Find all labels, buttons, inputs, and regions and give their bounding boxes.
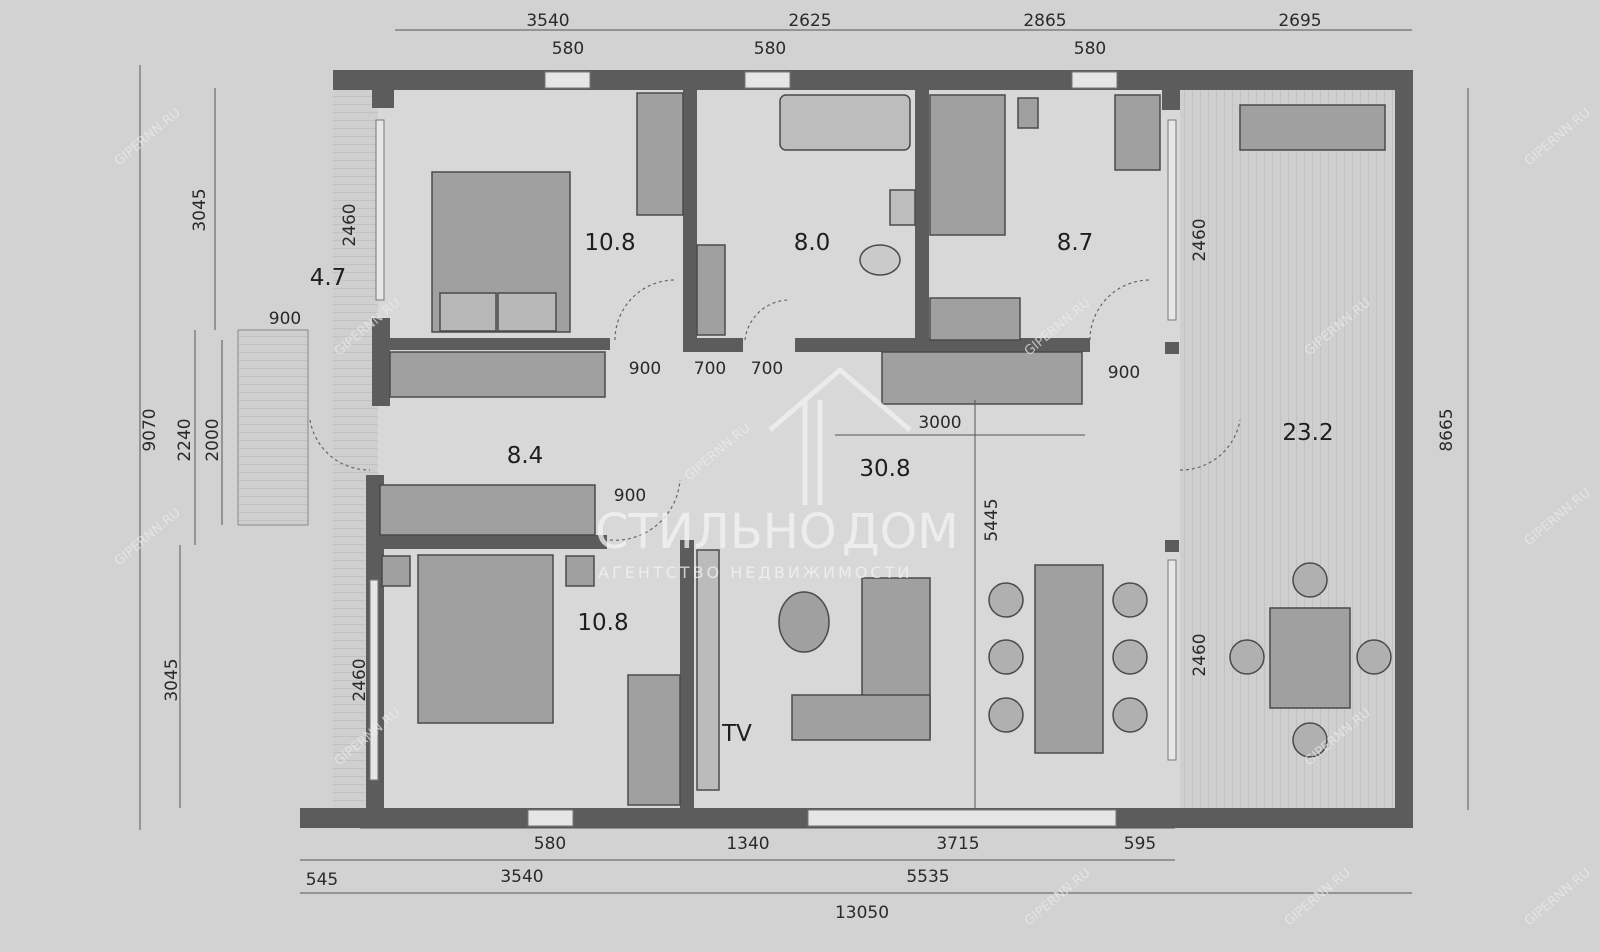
room-area-living-kitchen: 30.8: [859, 456, 910, 482]
wardrobe-3: [929, 297, 1021, 341]
dimension-right-0: 8665: [1437, 408, 1457, 451]
tv-label: TV: [721, 721, 752, 747]
dimension-inner-0: 900: [629, 359, 661, 379]
dimension-bottom-3: 595: [1124, 834, 1156, 854]
site-watermark: GIPERNN.RU: [1022, 866, 1094, 930]
bathtub: [779, 94, 911, 151]
chairs: [988, 562, 1392, 758]
dimension-top-1: 2625: [788, 11, 831, 31]
kitchen-counter: [881, 351, 1083, 405]
bath-cabinet: [696, 244, 726, 336]
dimension-inner-8: 2460: [1190, 633, 1210, 676]
hall-wardrobe: [389, 351, 606, 398]
site-watermark: GIPERNN.RU: [1522, 106, 1594, 170]
room-area-bedroom-1: 10.8: [584, 230, 635, 256]
dimension-left-2: 3045: [162, 658, 182, 701]
dimension-inner-1: 700: [694, 359, 726, 379]
dimension-inner-2: 700: [751, 359, 783, 379]
dimension-inner-7: 2460: [1190, 218, 1210, 261]
dimension-bottom-6: 5535: [906, 867, 949, 887]
room-area-hallway: 8.4: [507, 443, 544, 469]
dimension-left-7: 2460: [350, 658, 370, 701]
wardrobe-2: [627, 674, 681, 806]
coffee-table: [778, 591, 830, 653]
watermark-brand-left: СТИЛЬНО: [595, 504, 837, 560]
watermark: СТИЛЬНО ДОМ АГЕНТСТВО НЕДВИЖИМОСТИ: [595, 366, 959, 582]
bed-3: [929, 94, 1006, 236]
dimension-inner-3: 3000: [918, 413, 961, 433]
room-area-terrace: 23.2: [1282, 420, 1333, 446]
dimension-bottom-7: 13050: [835, 903, 889, 923]
dimension-inner-5: 900: [614, 486, 646, 506]
dimension-left-5: 900: [269, 309, 301, 329]
dimension-top-2: 2865: [1023, 11, 1066, 31]
dining-table: [1034, 564, 1104, 754]
site-watermark: GIPERNN.RU: [1282, 866, 1354, 930]
dimension-bottom-4: 545: [306, 870, 338, 890]
tv-stand: [696, 549, 720, 791]
site-watermark: GIPERNN.RU: [1522, 486, 1594, 550]
watermark-tagline: АГЕНТСТВО НЕДВИЖИМОСТИ: [598, 563, 912, 582]
dimension-inner-4: 900: [1108, 363, 1140, 383]
desk-3: [1114, 94, 1161, 171]
dimension-lines: [139, 29, 1469, 894]
site-watermark: GIPERNN.RU: [1522, 866, 1594, 930]
dimension-top-0: 3540: [526, 11, 569, 31]
terrace-table: [1269, 607, 1351, 709]
room-area-bathroom: 8.0: [794, 230, 831, 256]
dimension-left-4: 2000: [203, 418, 223, 461]
bed-2: [417, 554, 554, 724]
dimension-left-0: 9070: [140, 408, 160, 451]
furniture: [379, 92, 1386, 806]
room-area-porch: 4.7: [310, 265, 347, 291]
dimension-left-6: 2460: [340, 203, 360, 246]
site-watermark: GIPERNN.RU: [112, 506, 184, 570]
windows: [369, 71, 1177, 827]
dimension-left-3: 2240: [175, 418, 195, 461]
dimension-windows_top-2: 580: [1074, 39, 1106, 59]
dimension-bottom-0: 580: [534, 834, 566, 854]
dimension-bottom-2: 3715: [936, 834, 979, 854]
dimension-bottom-5: 3540: [500, 867, 543, 887]
watermark-house-logo: [768, 366, 912, 505]
entrance-steps: [237, 329, 309, 526]
sink: [889, 189, 916, 226]
dimension-windows_top-0: 580: [552, 39, 584, 59]
dimension-bottom-1: 1340: [726, 834, 769, 854]
sofa-corner: [791, 694, 931, 741]
room-area-bedroom-2: 10.8: [577, 610, 628, 636]
doors: [309, 279, 1241, 541]
dimension-top-3: 2695: [1278, 11, 1321, 31]
terrace-sofa: [1239, 104, 1386, 151]
watermark-brand-right: ДОМ: [842, 504, 959, 560]
dimension-windows_top-1: 580: [754, 39, 786, 59]
dimension-left-1: 3045: [190, 188, 210, 231]
room-area-bedroom-3: 8.7: [1057, 230, 1094, 256]
toilet: [859, 244, 901, 276]
site-watermark: GIPERNN.RU: [112, 106, 184, 170]
hall-wardrobe-2: [379, 484, 596, 536]
dimension-inner-6: 5445: [982, 498, 1002, 541]
wardrobe-1: [636, 92, 684, 216]
